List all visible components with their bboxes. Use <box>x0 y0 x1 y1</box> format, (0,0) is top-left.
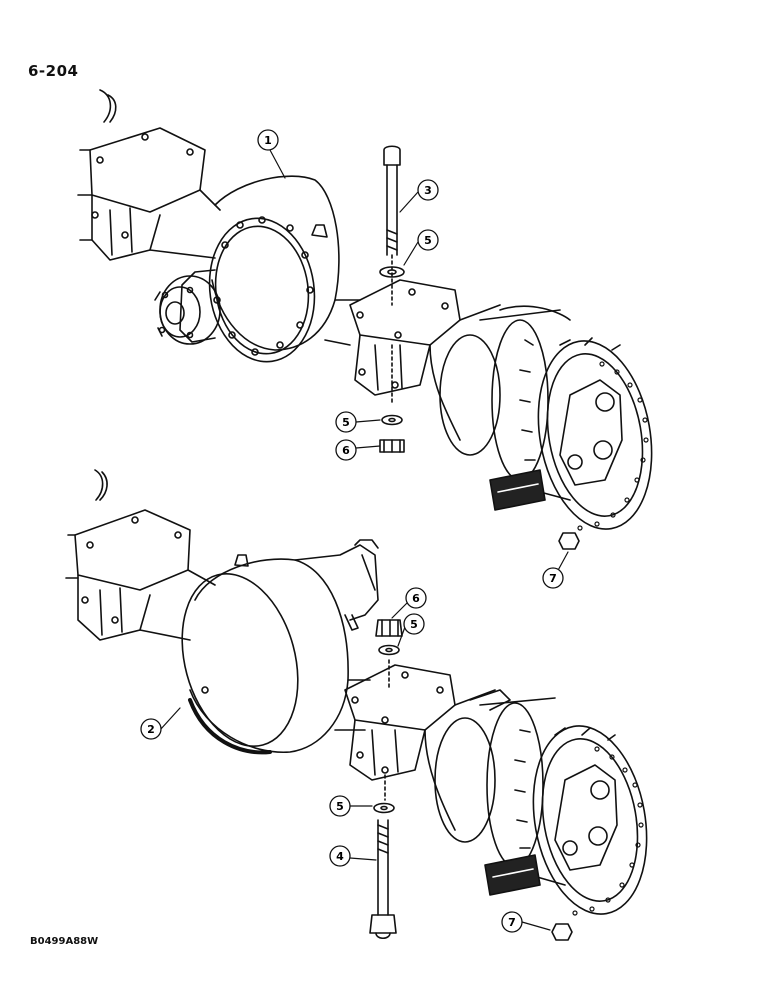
svg-text:5: 5 <box>336 800 344 813</box>
callout-2: 2 <box>140 718 162 740</box>
callout-5-upper-bottom: 5 <box>403 613 425 635</box>
page-number: 6-204 <box>28 62 79 80</box>
callout-5-bottom: 5 <box>329 795 351 817</box>
callout-1: 1 <box>257 129 279 151</box>
callout-7-top: 7 <box>542 567 564 589</box>
callout-5-lower-top: 5 <box>335 411 357 433</box>
svg-text:6: 6 <box>412 592 420 605</box>
svg-text:1: 1 <box>264 134 272 147</box>
callout-6-top: 6 <box>335 439 357 461</box>
callout-5-top: 5 <box>417 229 439 251</box>
figure-code: B0499A88W <box>30 936 99 947</box>
callout-7-bottom: 7 <box>501 911 523 933</box>
rear-axle-assembly <box>65 469 648 941</box>
svg-text:7: 7 <box>549 572 557 585</box>
callout-6-bottom: 6 <box>405 587 427 609</box>
svg-text:7: 7 <box>508 916 516 929</box>
svg-text:6: 6 <box>342 444 350 457</box>
svg-text:5: 5 <box>424 234 432 247</box>
front-axle-assembly <box>77 89 653 550</box>
svg-text:5: 5 <box>342 416 350 429</box>
callout-4: 4 <box>329 845 351 867</box>
svg-text:5: 5 <box>410 618 418 631</box>
svg-text:2: 2 <box>147 723 155 736</box>
svg-text:3: 3 <box>424 184 432 197</box>
callout-3: 3 <box>417 179 439 201</box>
bolt-3 <box>383 145 401 306</box>
svg-text:4: 4 <box>336 850 344 863</box>
bolt-4 <box>369 819 397 940</box>
